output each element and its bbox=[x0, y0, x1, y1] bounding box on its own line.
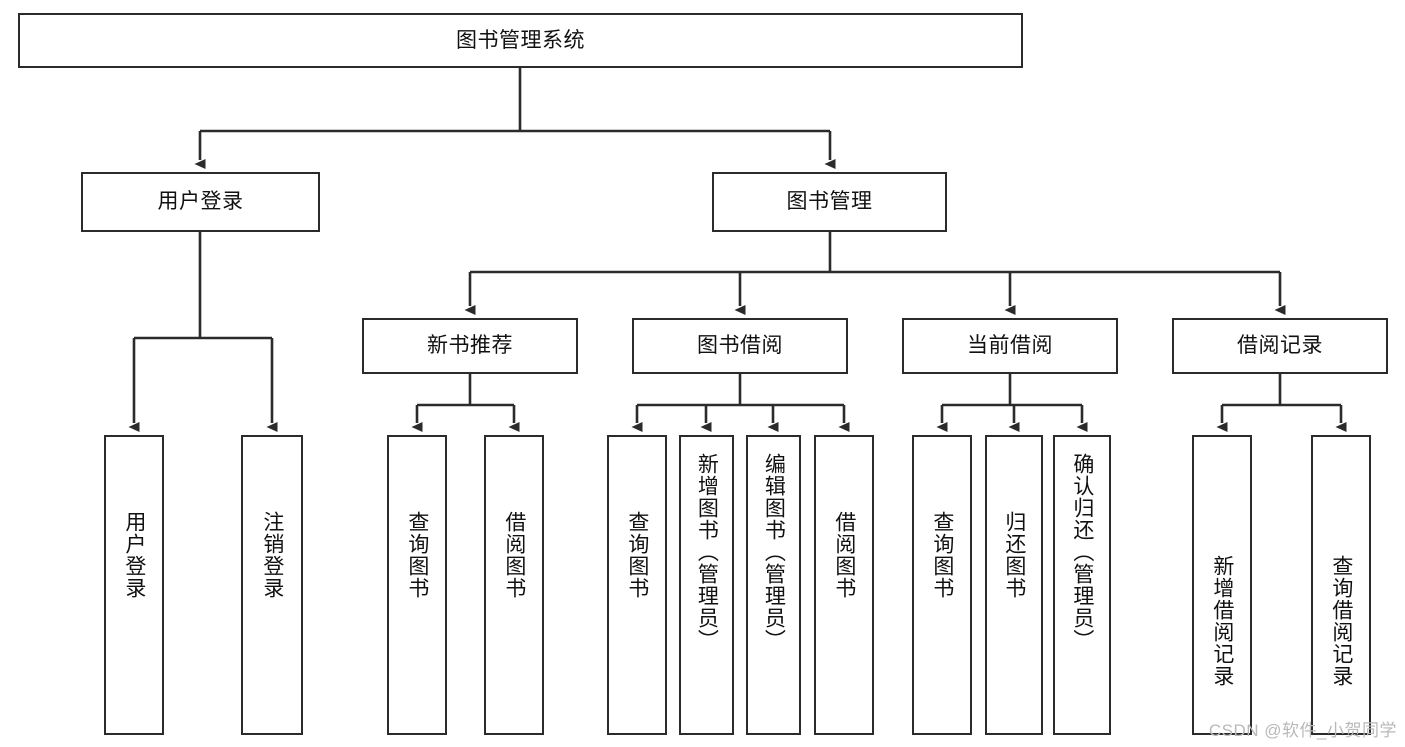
node-leaf-borrow-book-2-label: 借阅图书 bbox=[832, 511, 856, 599]
node-leaf-confirm-return[interactable]: 确认归还（管理员） bbox=[1053, 435, 1111, 735]
node-user-login-label: 用户登录 bbox=[157, 190, 244, 214]
node-leaf-query-book-2-label: 查询图书 bbox=[625, 511, 649, 599]
node-leaf-logout-login[interactable]: 注销登录 bbox=[241, 435, 303, 735]
node-leaf-logout-login-label: 注销登录 bbox=[260, 511, 284, 599]
watermark-text: CSDN @软件_小贺同学 bbox=[1208, 721, 1397, 740]
node-book-borrow-label: 图书借阅 bbox=[697, 334, 783, 358]
node-current-borrow-label: 当前借阅 bbox=[967, 334, 1053, 358]
node-leaf-add-book-admin-label: 新增图书（管理员） bbox=[695, 453, 719, 651]
node-leaf-user-login-label: 用户登录 bbox=[122, 511, 146, 599]
node-root-label: 图书管理系统 bbox=[456, 28, 585, 52]
node-leaf-query-book-1[interactable]: 查询图书 bbox=[387, 435, 447, 735]
node-leaf-query-borrow-record[interactable]: 查询借阅记录 bbox=[1311, 435, 1371, 735]
node-current-borrow[interactable]: 当前借阅 bbox=[902, 318, 1118, 374]
node-leaf-borrow-book-1-label: 借阅图书 bbox=[502, 511, 526, 599]
node-new-book-recommend-label: 新书推荐 bbox=[427, 334, 513, 358]
node-root-system[interactable]: 图书管理系统 bbox=[18, 13, 1023, 68]
node-leaf-edit-book-admin-label: 编辑图书（管理员） bbox=[762, 453, 786, 651]
node-book-manage-label: 图书管理 bbox=[786, 190, 873, 214]
node-leaf-borrow-book-1[interactable]: 借阅图书 bbox=[484, 435, 544, 735]
node-leaf-add-book-admin[interactable]: 新增图书（管理员） bbox=[679, 435, 734, 735]
node-leaf-add-borrow-record-label: 新增借阅记录 bbox=[1210, 555, 1234, 687]
node-leaf-edit-book-admin[interactable]: 编辑图书（管理员） bbox=[746, 435, 801, 735]
node-borrow-record-label: 借阅记录 bbox=[1237, 334, 1323, 358]
node-leaf-borrow-book-2[interactable]: 借阅图书 bbox=[814, 435, 874, 735]
node-borrow-record[interactable]: 借阅记录 bbox=[1172, 318, 1388, 374]
node-leaf-query-book-2[interactable]: 查询图书 bbox=[607, 435, 667, 735]
node-new-book-recommend[interactable]: 新书推荐 bbox=[362, 318, 578, 374]
node-leaf-return-book-label: 归还图书 bbox=[1002, 511, 1026, 599]
node-user-login[interactable]: 用户登录 bbox=[81, 172, 320, 232]
node-leaf-add-borrow-record[interactable]: 新增借阅记录 bbox=[1192, 435, 1252, 735]
node-leaf-confirm-return-label: 确认归还（管理员） bbox=[1070, 453, 1094, 651]
node-leaf-user-login[interactable]: 用户登录 bbox=[104, 435, 164, 735]
node-leaf-query-book-3-label: 查询图书 bbox=[930, 511, 954, 599]
node-leaf-query-book-3[interactable]: 查询图书 bbox=[912, 435, 972, 735]
node-book-borrow[interactable]: 图书借阅 bbox=[632, 318, 848, 374]
node-leaf-return-book[interactable]: 归还图书 bbox=[985, 435, 1043, 735]
node-leaf-query-book-1-label: 查询图书 bbox=[405, 511, 429, 599]
node-book-manage[interactable]: 图书管理 bbox=[712, 172, 947, 232]
node-leaf-query-borrow-record-label: 查询借阅记录 bbox=[1329, 555, 1353, 687]
